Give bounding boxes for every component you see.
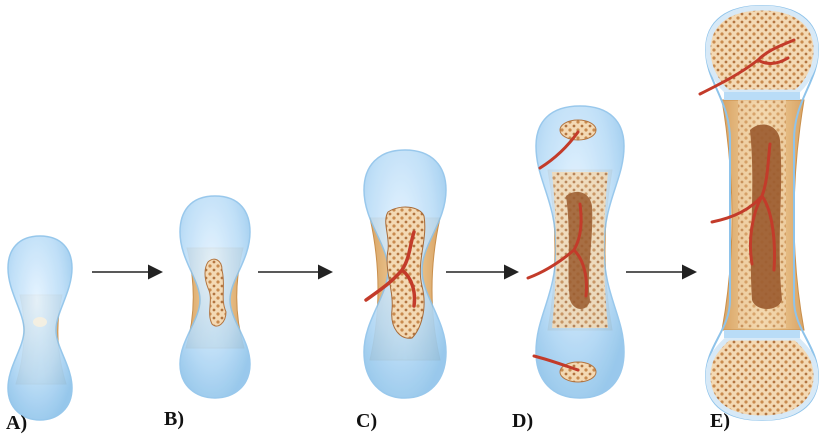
stage-a-cartilage <box>8 236 72 420</box>
stage-e-upper-epiphysis <box>708 8 816 92</box>
label-d: D) <box>512 410 533 433</box>
stage-d-upper-secondary-center <box>560 120 596 140</box>
stage-a-cartilage-model <box>8 236 72 420</box>
stage-e-mature-bone <box>700 6 818 420</box>
label-b: B) <box>164 408 184 431</box>
stage-b-bone-collar <box>180 196 250 398</box>
stage-c-primary-ossification <box>364 150 446 398</box>
label-c: C) <box>356 410 377 433</box>
stage-e-lower-epiphysis <box>708 338 816 418</box>
label-a: A) <box>6 412 27 435</box>
stage-a-ossification-spot <box>33 317 47 327</box>
stage-e-upper-growth-plate <box>724 92 800 100</box>
label-e: E) <box>710 410 730 433</box>
stage-e-lower-growth-plate <box>724 330 800 338</box>
stage-d-secondary-ossification <box>528 106 624 398</box>
